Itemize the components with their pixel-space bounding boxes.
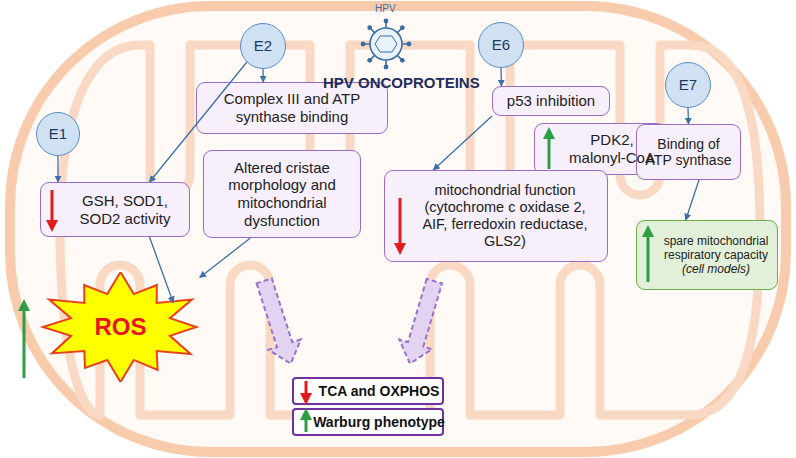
decrease-arrow (51, 190, 54, 226)
decrease-arrow (399, 198, 402, 249)
figure-heading: HPV ONCOPROTEINS (323, 74, 480, 91)
connector-arrow (262, 69, 264, 82)
connector-arrow (150, 62, 247, 182)
result-box: TCA and OXPHOS (292, 377, 444, 405)
virus-label: HPV (375, 3, 396, 14)
connector-arrow (687, 108, 689, 124)
node-text: PDK2, malonyl-CoA (567, 131, 657, 166)
node-text: E6 (492, 36, 510, 54)
oncoprotein-circle: E6 (478, 22, 524, 68)
process-box: Altered cristae morphology and mitochond… (203, 150, 361, 238)
block-arrow (399, 279, 442, 364)
result-box: Warburg phenotype (292, 408, 444, 436)
connector-arrow (433, 116, 492, 170)
node-text: mitochondrial function (cytochrome c oxi… (413, 182, 597, 250)
node-text: spare mitochondrial respiratory capacity (659, 234, 773, 262)
virus-icon (361, 19, 412, 70)
node-text: ROS (94, 313, 146, 341)
virus-texture (375, 36, 397, 52)
node-text: Warburg phenotype (313, 414, 445, 430)
block-arrow (257, 278, 301, 363)
oncoprotein-circle: E2 (240, 23, 286, 69)
ros-starburst: ROS (38, 272, 203, 382)
starburst-shape (43, 272, 196, 382)
process-box: GSH, SOD1, SOD2 activity (40, 182, 190, 237)
connector-arrow (200, 238, 251, 278)
node-text: E1 (49, 125, 67, 143)
outcome-box: spare mitochondrial respiratory capacity… (636, 220, 778, 290)
increase-arrow (305, 414, 308, 432)
increase-arrow (548, 133, 551, 169)
oncoprotein-circle: E1 (36, 112, 80, 156)
process-box: mitochondrial function (cytochrome c oxi… (384, 170, 608, 262)
node-text: Binding of ATP synthase (644, 136, 733, 169)
outer-membrane (10, 6, 786, 452)
node-text: E7 (679, 76, 697, 94)
decrease-arrow (305, 381, 308, 399)
process-box: Complex III and ATP synthase binding (196, 82, 388, 134)
node-text: Altered cristae morphology and mitochond… (212, 159, 352, 229)
connector-arrow (686, 180, 699, 220)
oncoprotein-circle: E7 (665, 62, 711, 108)
increase-arrow (23, 305, 26, 378)
node-text: TCA and OXPHOS (319, 383, 440, 399)
virus-capsid (370, 28, 402, 60)
node-text: Complex III and ATP synthase binding (205, 90, 379, 125)
process-box: p53 inhibition (492, 86, 610, 116)
increase-arrow (647, 231, 650, 282)
node-text: E2 (254, 37, 272, 55)
connector-arrow (500, 68, 502, 86)
connector-arrow (150, 237, 174, 303)
virus-spike-knobs (361, 19, 412, 70)
node-text: GSH, SOD1, SOD2 activity (73, 192, 177, 227)
node-text: (cell models) (682, 262, 750, 276)
virus-spikes (364, 22, 408, 66)
node-text: p53 inhibition (507, 92, 595, 110)
connector-arrow (57, 156, 58, 182)
process-box: Binding of ATP synthase (636, 124, 741, 180)
